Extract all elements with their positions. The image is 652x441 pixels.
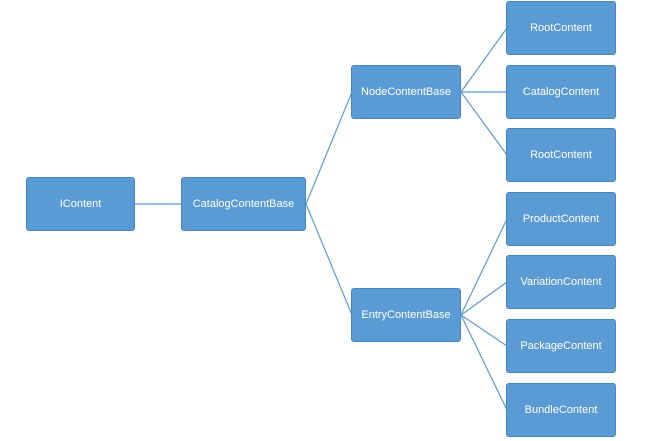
node-bundlecontent: BundleContent: [506, 383, 616, 437]
edge-entrycontentbase-variationcontent: [460, 281, 508, 316]
node-entrycontentbase: EntryContentBase: [351, 288, 461, 342]
edge-nodecontentbase-rootcontent-2: [460, 91, 508, 156]
node-packagecontent: PackageContent: [506, 319, 616, 373]
node-variationcontent: VariationContent: [506, 255, 616, 309]
node-rootcontent-2: RootContent: [506, 128, 616, 182]
node-nodecontentbase: NodeContentBase: [351, 65, 461, 119]
edge-entrycontentbase-packagecontent: [460, 314, 508, 347]
node-productcontent: ProductContent: [506, 192, 616, 246]
node-rootcontent-1: RootContent: [506, 1, 616, 55]
node-catalogcontentbase: CatalogContentBase: [181, 177, 306, 231]
edge-entrycontentbase-productcontent: [460, 218, 508, 316]
node-catalogcontent: CatalogContent: [506, 65, 616, 119]
edge-entrycontentbase-bundlecontent: [460, 314, 508, 411]
node-icontent: IContent: [26, 177, 135, 231]
edge-catalogcontentbase-entrycontentbase: [305, 203, 353, 316]
edge-nodecontentbase-rootcontent-1: [460, 27, 508, 93]
edge-catalogcontentbase-nodecontentbase: [305, 91, 353, 205]
